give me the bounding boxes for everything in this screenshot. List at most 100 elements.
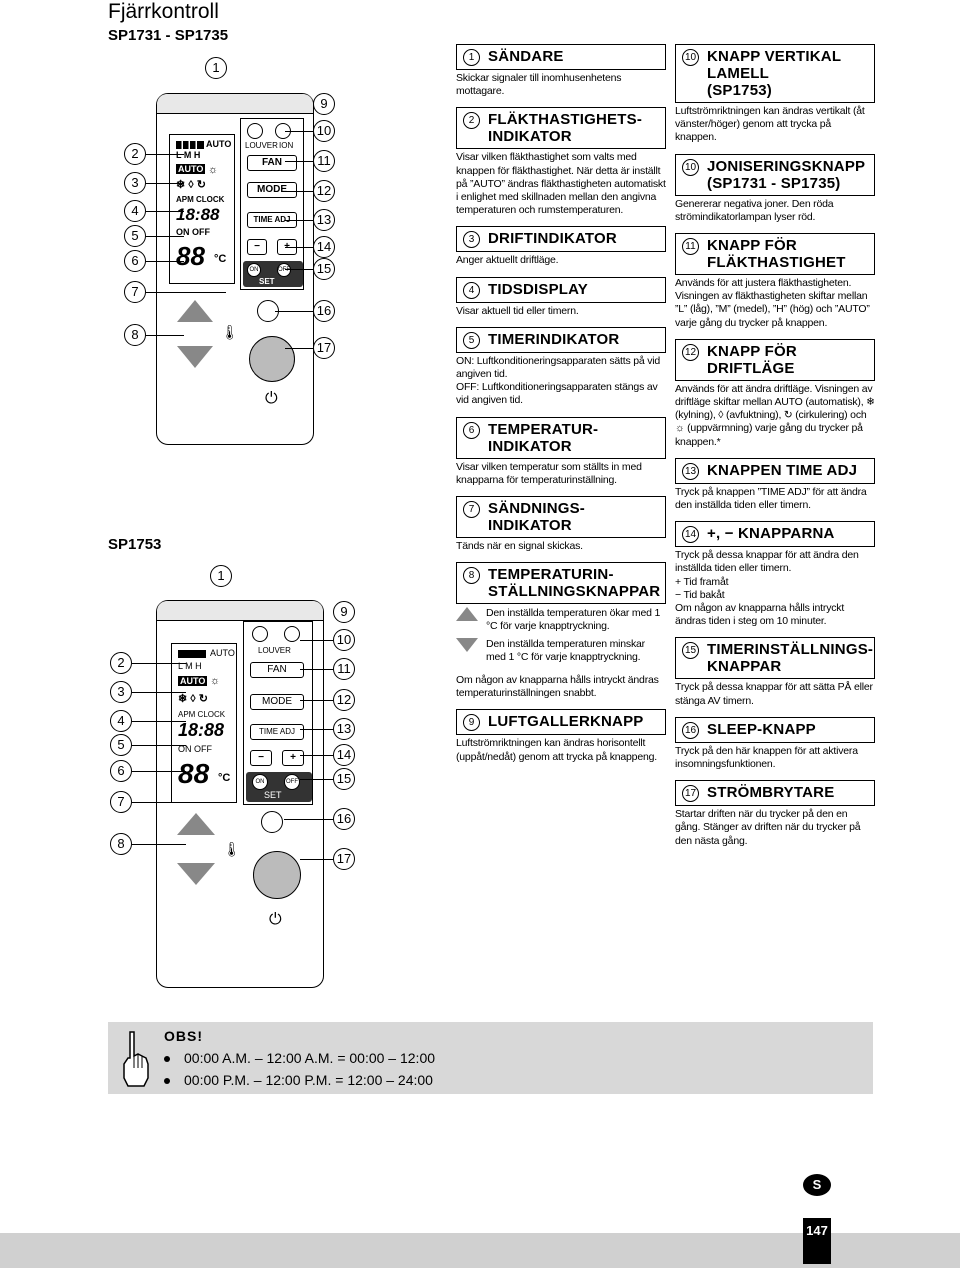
note-line-2-text: 00:00 P.M. – 12:00 P.M. = 12:00 – 24:00: [184, 1072, 433, 1088]
timer-set-label: SET: [259, 277, 275, 286]
callout-5: 5: [110, 734, 132, 756]
section-title: TEMPERATUR- INDIKATOR: [488, 420, 599, 455]
louver-button[interactable]: [247, 123, 263, 139]
sleep-button[interactable]: [261, 811, 283, 833]
callout-10: 10: [313, 120, 335, 142]
minus-button[interactable]: −: [250, 750, 272, 766]
fan-button[interactable]: FAN: [247, 155, 297, 171]
plus-button[interactable]: +: [282, 750, 304, 766]
section-body: Tryck på dessa knappar för att ändra den…: [675, 549, 859, 628]
section-body: Tänds när en signal skickas.: [456, 540, 583, 553]
callout-8: 8: [110, 833, 132, 855]
timer-off-button[interactable]: OFF: [284, 774, 300, 790]
timer-off-button[interactable]: OFF: [277, 263, 291, 277]
sun-icon: ☼: [208, 164, 219, 176]
lcd-timer: ON OFF: [178, 744, 212, 754]
bullet-icon: [164, 1056, 170, 1063]
temp-up-button[interactable]: [177, 813, 215, 835]
snowflake-icon: ❄ ◊ ↻: [178, 693, 208, 705]
section-title: SÄNDNINGS- INDIKATOR: [488, 500, 586, 535]
minus-button[interactable]: −: [247, 239, 267, 255]
temp-down-button[interactable]: [177, 346, 213, 368]
power-button[interactable]: [253, 851, 301, 899]
callout-13: 13: [333, 718, 355, 740]
time-adj-button[interactable]: TIME ADJ: [250, 724, 304, 740]
note-line-2: 00:00 P.M. – 12:00 P.M. = 12:00 – 24:00: [164, 1072, 433, 1088]
thermometer-icon: 🌡: [223, 841, 241, 857]
section-body: Visar aktuell tid eller timern.: [456, 304, 579, 317]
mode-button[interactable]: MODE: [247, 182, 297, 198]
lcd-auto-fan: AUTO: [210, 648, 235, 658]
note-title: OBS!: [164, 1028, 203, 1044]
section-number: 16: [682, 721, 699, 739]
triangle-up-icon: [456, 607, 478, 622]
lcd-temperature: 88: [178, 758, 210, 789]
timer-panel: ON OFF SET: [243, 261, 303, 287]
lcd-clock-label: APM CLOCK: [176, 195, 225, 204]
sun-icon: ☼: [210, 675, 221, 687]
section-title: LUFTGALLERKNAPP: [488, 713, 644, 731]
page-number: 147: [803, 1218, 831, 1264]
callout-3: 3: [110, 681, 132, 703]
section-number: 3: [463, 231, 480, 249]
power-icon: ⏻: [269, 911, 282, 928]
note-line-1-text: 00:00 A.M. – 12:00 A.M. = 00:00 – 12:00: [184, 1050, 436, 1066]
section-title: KNAPPEN TIME ADJ: [707, 461, 858, 479]
model-label-top: SP1731 - SP1735: [108, 27, 229, 44]
remote-body: AUTO L M H AUTO ☼ ❄ ◊ ↻ APM CLOCK 18:88 …: [156, 600, 324, 988]
section-body: Visar vilken fläkthastighet som valts me…: [456, 151, 666, 217]
section-title: TEMPERATURIN- STÄLLNINGSKNAPPAR: [488, 566, 661, 601]
temp-down-button[interactable]: [177, 863, 215, 885]
section-number: 10: [682, 158, 699, 176]
callout-16: 16: [333, 808, 355, 830]
callout-13: 13: [313, 209, 335, 231]
temp-up-button[interactable]: [177, 300, 213, 322]
footer-bar: [0, 1233, 960, 1268]
section-title: TIMERINSTÄLLNINGS- KNAPPAR: [707, 641, 874, 676]
section-body: Visar vilken temperatur som ställts in m…: [456, 460, 642, 486]
callout-4: 4: [124, 200, 146, 222]
section-title: STRÖMBRYTARE: [707, 784, 835, 802]
section-body: Används för att justera fläkthastigheten…: [675, 277, 870, 329]
louver-button[interactable]: [252, 626, 268, 642]
section-number: 9: [463, 714, 480, 732]
power-button[interactable]: [249, 336, 295, 382]
callout-5: 5: [124, 225, 146, 247]
temp-down-row: Den inställda temperaturen minskar med 1…: [456, 637, 666, 664]
pointing-hand-icon: [123, 1031, 149, 1087]
page-title: Fjärrkontroll: [108, 0, 219, 23]
language-badge: S: [803, 1174, 831, 1196]
power-icon: ⏻: [265, 390, 278, 407]
section-title: DRIFTINDIKATOR: [488, 230, 617, 248]
section-number: 17: [682, 785, 699, 803]
lcd-temperature: 88: [176, 241, 205, 271]
section-body: Tryck på den här knappen för att aktiver…: [675, 744, 858, 771]
section-body: Tryck på dessa knappar för att sätta PÅ …: [675, 681, 873, 707]
section-title: SÄNDARE: [488, 48, 564, 65]
vertical-louver-button[interactable]: [284, 626, 300, 642]
lcd-mode-auto: AUTO: [176, 164, 206, 174]
section-body: Startar driften när du trycker på den en…: [675, 808, 861, 847]
callout-15: 15: [313, 258, 335, 280]
model-label-bottom: SP1753: [108, 536, 162, 553]
section-body: Används för att ändra driftläge. Visning…: [675, 382, 875, 448]
section-body: Genererar negativa joner. Den röda ström…: [675, 197, 834, 223]
mode-button[interactable]: MODE: [250, 694, 304, 710]
callout-9: 9: [333, 601, 355, 623]
callout-10: 10: [333, 629, 355, 651]
section-title: TIMERINDIKATOR: [488, 330, 620, 348]
timer-on-button[interactable]: ON: [247, 263, 261, 277]
timer-on-button[interactable]: ON: [252, 774, 268, 790]
triangle-down-icon: [456, 637, 478, 652]
ion-label: ION: [279, 141, 294, 150]
section-body: ON: Luftkonditioneringsapparaten sätts p…: [456, 354, 661, 407]
lcd-fan-speed: L M H: [178, 661, 202, 671]
callout-7: 7: [124, 281, 146, 303]
section-header: 9 LUFTGALLERKNAPP: [456, 709, 666, 736]
callout-11: 11: [313, 150, 335, 172]
callout-6: 6: [124, 250, 146, 272]
fan-button[interactable]: FAN: [250, 662, 304, 678]
